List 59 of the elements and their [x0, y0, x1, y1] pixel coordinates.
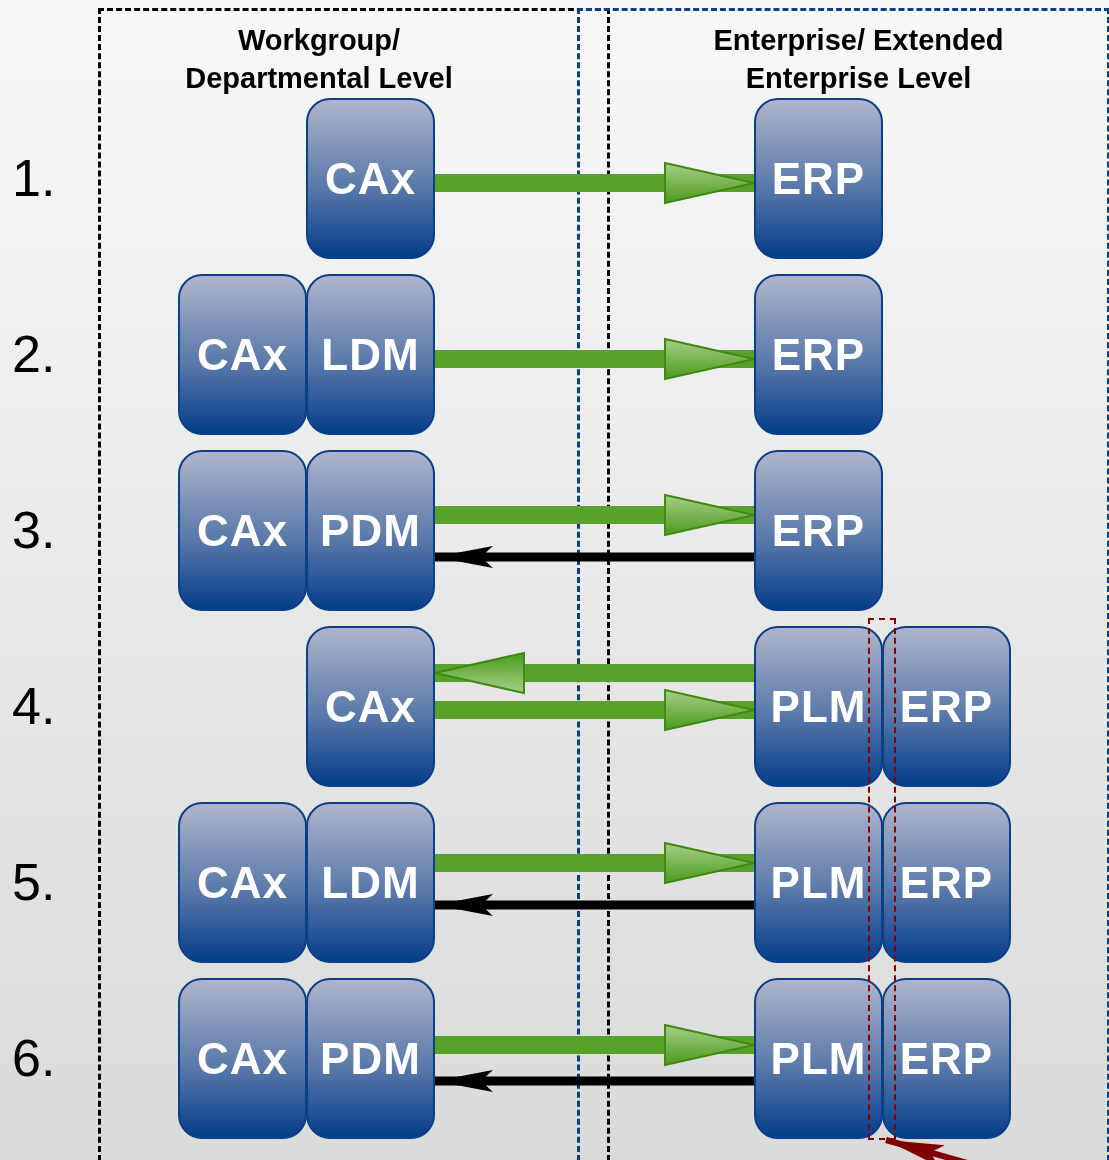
node-label: ERP — [899, 681, 994, 732]
arrow — [435, 842, 755, 884]
system-box — [754, 626, 883, 787]
level-region — [98, 8, 610, 1160]
node-label: CAx — [197, 857, 288, 908]
highlight-box — [868, 618, 896, 1140]
system-box — [754, 978, 883, 1139]
node-label: CAx — [197, 329, 288, 380]
row-number: 3. — [12, 500, 56, 560]
node-label: ERP — [771, 153, 866, 204]
node-label: CAx — [325, 681, 416, 732]
arrow — [435, 1024, 755, 1066]
node-label: CAx — [325, 153, 416, 204]
arrow — [435, 494, 755, 536]
node-label: ERP — [771, 329, 866, 380]
row-number: 4. — [12, 676, 56, 736]
level-heading: Workgroup/ Departmental Level — [184, 23, 454, 96]
system-box — [178, 978, 307, 1139]
node-label: PLM — [770, 681, 867, 732]
arrow — [435, 689, 755, 731]
system-box — [754, 98, 883, 259]
system-box — [306, 802, 435, 963]
system-box — [306, 274, 435, 435]
node-label: PDM — [320, 505, 421, 556]
node-label: PDM — [320, 1033, 421, 1084]
system-box — [882, 978, 1011, 1139]
system-box — [754, 802, 883, 963]
arrow — [434, 652, 754, 694]
arrow — [435, 546, 754, 568]
system-box — [306, 450, 435, 611]
arrow — [435, 162, 755, 204]
arrow — [435, 894, 754, 916]
node-label: ERP — [899, 857, 994, 908]
row-number: 6. — [12, 1028, 56, 1088]
node-label: CAx — [197, 505, 288, 556]
system-box — [754, 450, 883, 611]
level-heading: Enterprise/ Extended Enterprise Level — [712, 23, 1005, 96]
system-box — [178, 274, 307, 435]
system-box — [882, 802, 1011, 963]
node-label: ERP — [771, 505, 866, 556]
system-box — [178, 450, 307, 611]
arrow — [435, 338, 755, 380]
node-label: LDM — [321, 329, 420, 380]
system-box — [306, 626, 435, 787]
row-number: 5. — [12, 852, 56, 912]
system-box — [306, 98, 435, 259]
system-box — [178, 802, 307, 963]
node-label: CAx — [197, 1033, 288, 1084]
system-box — [882, 626, 1011, 787]
level-region — [577, 8, 1109, 1160]
system-box — [754, 274, 883, 435]
row-number: 2. — [12, 324, 56, 384]
node-label: ERP — [899, 1033, 994, 1084]
node-label: PLM — [770, 1033, 867, 1084]
node-label: LDM — [321, 857, 420, 908]
node-label: PLM — [770, 857, 867, 908]
system-box — [306, 978, 435, 1139]
arrow — [435, 1070, 754, 1092]
row-number: 1. — [12, 148, 56, 208]
